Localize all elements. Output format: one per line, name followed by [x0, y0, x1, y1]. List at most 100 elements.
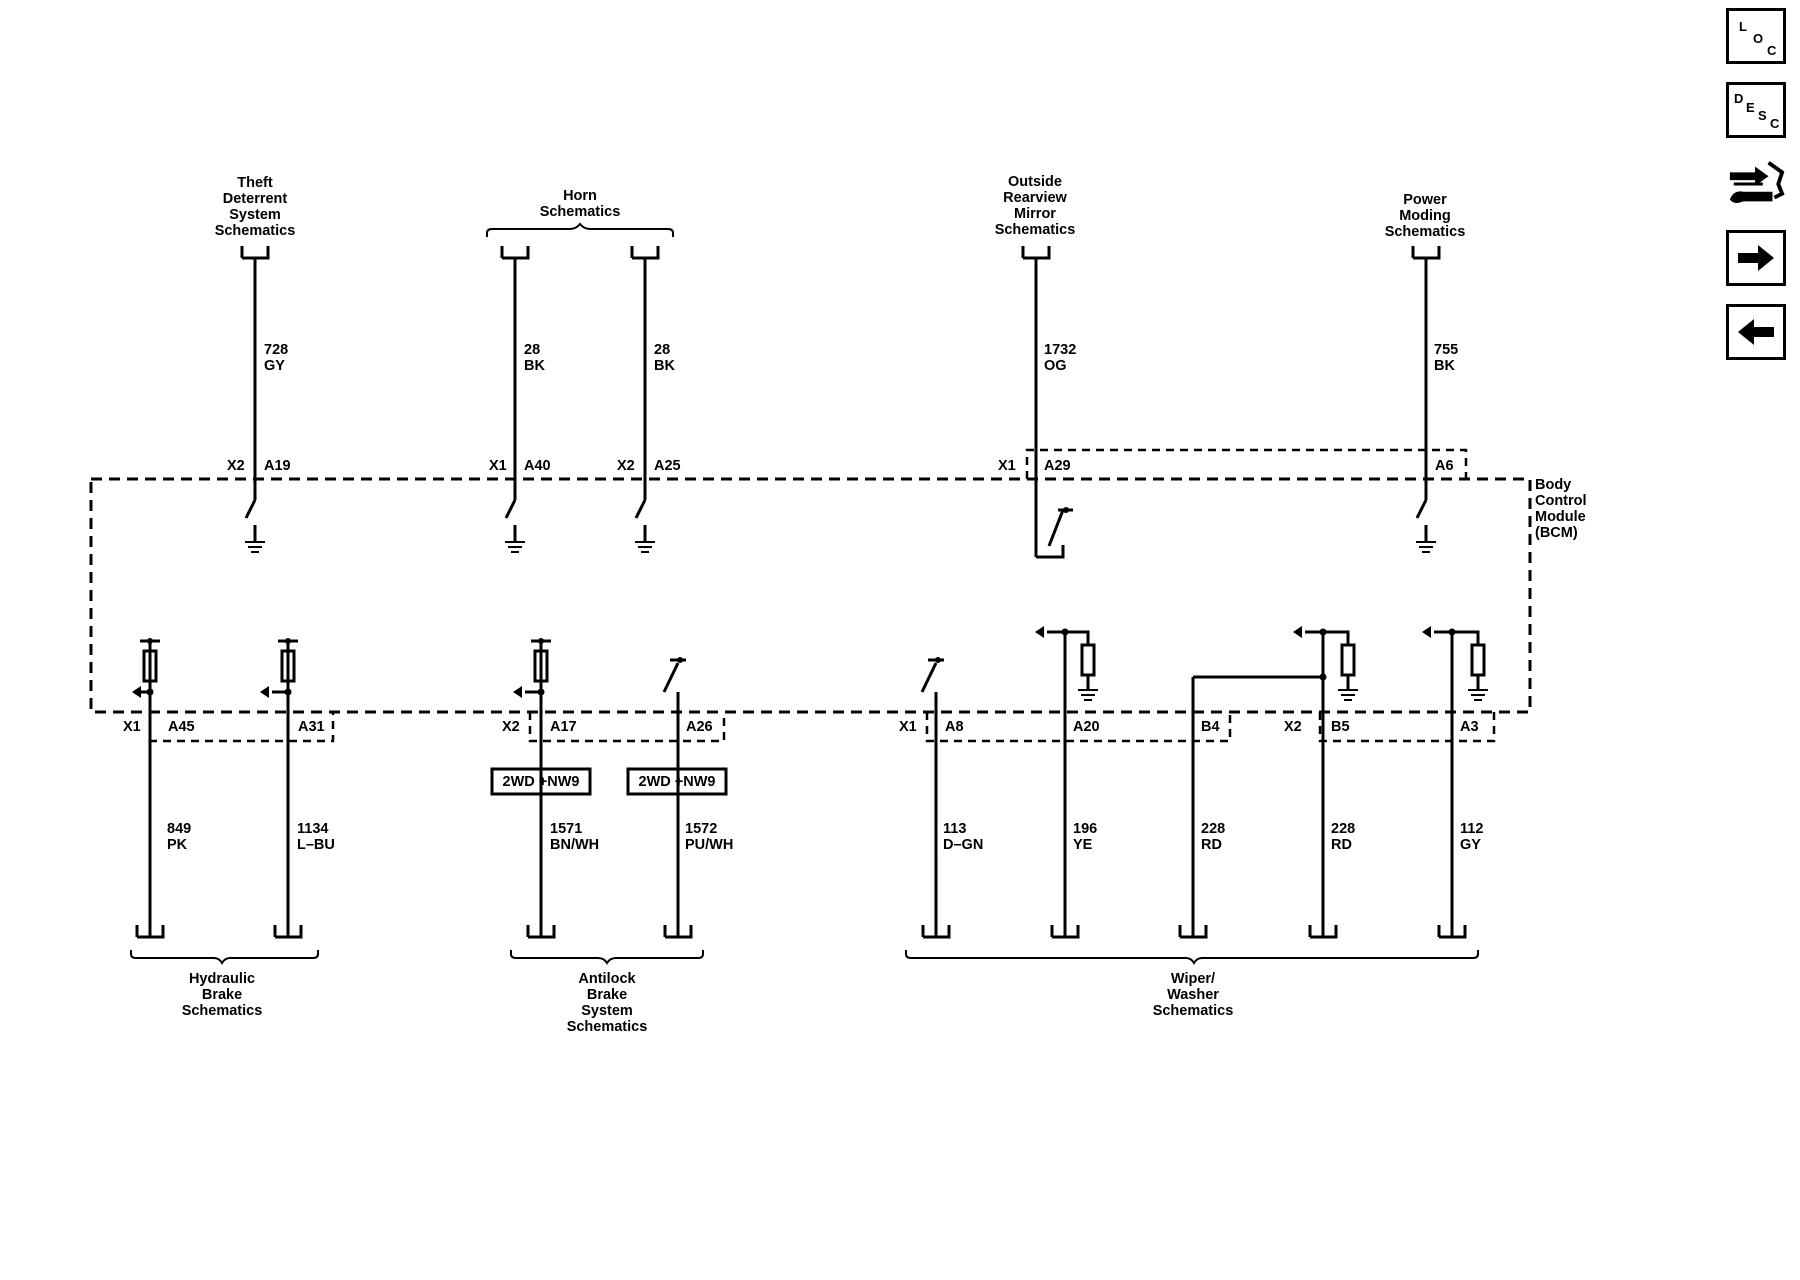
connector-x1-box-top [1025, 448, 1468, 479]
theft-ground-icon [245, 541, 265, 553]
hydraulic-bracket [130, 950, 319, 965]
c1572-color: PU/WH [685, 837, 733, 853]
c112-ground-icon [1468, 689, 1488, 701]
horn-1-ground-icon [505, 541, 525, 553]
theft-dest-line-1: Theft [237, 175, 273, 191]
c1572-option: 2WD +NW9 [639, 774, 716, 790]
c1571-conn: X2 [502, 719, 520, 735]
c113-switch [920, 662, 938, 693]
connector-button[interactable] [1726, 156, 1786, 212]
connector-x1-box-a8 [925, 712, 1232, 743]
circuit-228-b4: B4 228 RD [1178, 675, 1323, 939]
desc-letter-d: D [1734, 91, 1744, 106]
c849-pin: A45 [168, 719, 195, 735]
c1571-pin: A17 [550, 719, 577, 735]
horn1-pin: A40 [524, 458, 551, 474]
c1572-switch [662, 662, 680, 693]
bcm-label: Body Control Module (BCM) [1535, 477, 1587, 541]
c112-pin: A3 [1460, 719, 1479, 735]
c113-pin: A8 [945, 719, 964, 735]
loc-letter-o: O [1753, 31, 1764, 46]
circuit-1572: 2WD +NW9 A26 1572 PU/WH [626, 657, 733, 939]
c196-ground-icon [1078, 689, 1098, 701]
c112-arrow-icon [1422, 626, 1431, 638]
theft-switch [244, 499, 257, 519]
horn2-wire-color: BK [654, 358, 675, 374]
mirror-wire-color: OG [1044, 358, 1067, 374]
circuit-1571: 2WD +NW9 X2 A17 1571 BN/WH [490, 638, 599, 939]
theft-pin: A19 [264, 458, 291, 474]
desc-letter-s: S [1758, 108, 1767, 123]
bcm-label-line-4: (BCM) [1535, 525, 1578, 541]
mirror-pin: A29 [1044, 458, 1071, 474]
loc-letter-c: C [1767, 43, 1777, 58]
c113-num: 113 [943, 821, 966, 837]
c112-color: GY [1460, 837, 1481, 853]
horn-label-line-2: Schematics [540, 204, 621, 220]
c112-num: 112 [1460, 821, 1483, 837]
connector-x2-box-a17 [528, 712, 726, 743]
theft-dest-line-4: Schematics [215, 223, 296, 239]
c1571-color: BN/WH [550, 837, 599, 853]
arrow-left-icon [1738, 319, 1774, 345]
c1572-num: 1572 [685, 821, 717, 837]
horn1-wire-color: BK [524, 358, 545, 374]
theft-dest-line-2: Deterrent [223, 191, 288, 207]
c1134-num: 1134 [297, 821, 328, 837]
c228b-num: 228 [1331, 821, 1355, 837]
prev-button[interactable] [1726, 304, 1786, 360]
circuit-196: A20 196 YE [1035, 626, 1100, 939]
circuit-theft: Theft Deterrent System Schematics 728 GY… [215, 175, 296, 553]
c1571-option-box [490, 767, 592, 796]
horn2-pin: A25 [654, 458, 681, 474]
antilock-label-1: Antilock [578, 971, 636, 987]
c849-color: PK [167, 837, 188, 853]
c196-num: 196 [1073, 821, 1097, 837]
c1134-pin: A31 [298, 719, 325, 735]
mirror-dest-line-2: Rearview [1003, 190, 1067, 206]
circuit-horn: Horn Schematics 28 BK X1 A40 28 BK X2 A2… [486, 188, 681, 553]
hydraulic-label-2: Brake [202, 987, 242, 1003]
c228a-num: 228 [1201, 821, 1225, 837]
bcm-label-line-2: Control [1535, 493, 1587, 509]
c228b-conn: X2 [1284, 719, 1302, 735]
next-button[interactable] [1726, 230, 1786, 286]
c228a-pin: B4 [1201, 719, 1220, 735]
desc-letter-c: C [1770, 116, 1780, 131]
theft-wire-color: GY [264, 358, 285, 374]
c849-conn: X1 [123, 719, 141, 735]
c228b-pin: B5 [1331, 719, 1350, 735]
antilock-label-4: Schematics [567, 1019, 648, 1035]
circuit-113: X1 A8 113 D–GN [899, 657, 983, 939]
connector-icon [1729, 161, 1785, 203]
desc-button[interactable]: D E S C [1726, 82, 1786, 138]
c113-color: D–GN [943, 837, 983, 853]
antilock-bracket [510, 950, 704, 965]
c196-color: YE [1073, 837, 1093, 853]
bcm-boundary [89, 477, 1532, 714]
mirror-dest-line-1: Outside [1008, 174, 1062, 190]
c849-arrow-icon [132, 686, 141, 698]
loc-button[interactable]: L O C [1726, 8, 1786, 64]
group-hydraulic: Hydraulic Brake Schematics [130, 950, 319, 1019]
power-dest-line-1: Power [1403, 192, 1447, 208]
wiper-bracket [905, 950, 1479, 965]
bcm-label-line-3: Module [1535, 509, 1586, 525]
c849-num: 849 [167, 821, 191, 837]
circuit-1134: A31 1134 L–BU [260, 638, 335, 939]
circuit-849: X1 A45 849 PK [123, 638, 195, 939]
horn-2-ground-icon [635, 541, 655, 553]
horn-bracket [486, 222, 674, 237]
horn2-wire-num: 28 [654, 342, 670, 358]
horn2-conn: X2 [617, 458, 635, 474]
c228b-color: RD [1331, 837, 1352, 853]
group-wiper: Wiper/ Washer Schematics [905, 950, 1479, 1019]
mirror-wire-num: 1732 [1044, 342, 1076, 358]
power-ground-icon [1416, 541, 1436, 553]
circuit-mirror: Outside Rearview Mirror Schematics 1732 … [995, 174, 1076, 559]
mirror-conn: X1 [998, 458, 1016, 474]
theft-connector-symbol [240, 246, 270, 260]
power-wire-num: 755 [1434, 342, 1458, 358]
c1571-arrow-icon [513, 686, 522, 698]
